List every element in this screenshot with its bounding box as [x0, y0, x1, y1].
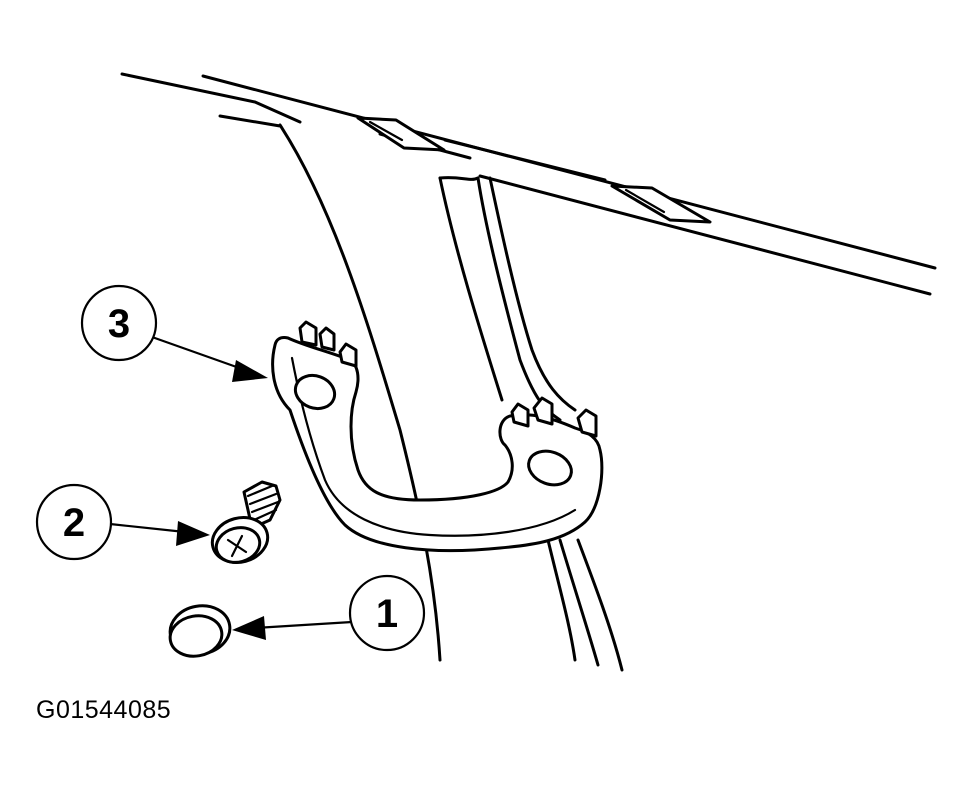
pillar-trim — [278, 123, 624, 672]
callout-number-3: 3 — [108, 302, 130, 346]
callout-2: 2 — [35, 483, 210, 561]
figure-id-label: G01544085 — [36, 696, 172, 724]
cap — [168, 604, 232, 658]
callout-3: 3 — [80, 284, 268, 382]
callout-number-2: 2 — [63, 501, 85, 545]
callout-number-1: 1 — [376, 592, 398, 636]
screw — [210, 480, 282, 564]
grab-handle — [271, 320, 604, 553]
callout-1: 1 — [232, 574, 426, 652]
roof-panel — [120, 72, 937, 296]
